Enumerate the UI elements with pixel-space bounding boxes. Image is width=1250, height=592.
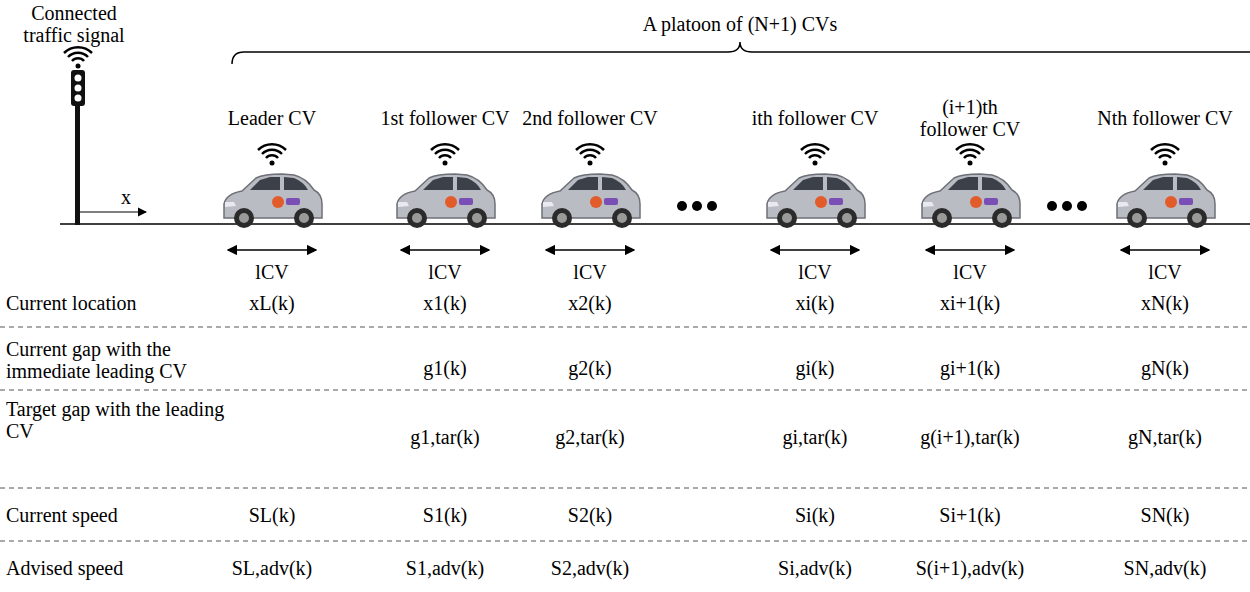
table-cell: Si(k) <box>740 504 890 526</box>
table-cell: SN(k) <box>1090 504 1240 526</box>
table-cell: S1(k) <box>370 504 520 526</box>
table-cell: S2,adv(k) <box>515 557 665 579</box>
table-cell: Si+1(k) <box>895 504 1045 526</box>
table-cell: g2(k) <box>515 357 665 379</box>
table-cell: SN,adv(k) <box>1090 557 1240 579</box>
signal-label: Connected traffic signal <box>14 2 134 46</box>
row-header: Target gap with the leading CV <box>6 398 241 442</box>
vehicle-label: (i+1)th follower CV <box>910 96 1030 140</box>
table-cell: xL(k) <box>197 292 347 314</box>
length-label: lCV <box>415 261 475 283</box>
vehicle-label: 2nd follower CV <box>520 107 660 129</box>
row-header: Current speed <box>6 504 246 526</box>
length-label: lCV <box>1135 261 1195 283</box>
table-cell: gi+1(k) <box>895 357 1045 379</box>
table-cell: gN,tar(k) <box>1090 426 1240 448</box>
length-label: lCV <box>785 261 845 283</box>
table-cell: g(i+1),tar(k) <box>895 426 1045 448</box>
vehicle-label: Leader CV <box>217 107 327 129</box>
vehicle-label: ith follower CV <box>745 107 885 129</box>
table-cell: S1,adv(k) <box>370 557 520 579</box>
row-header: Current gap with the immediate leading C… <box>6 338 241 382</box>
row-header: Advised speed <box>6 557 246 579</box>
table-cell: SL(k) <box>197 504 347 526</box>
length-label: lCV <box>940 261 1000 283</box>
length-label: lCV <box>242 261 302 283</box>
table-cell: S(i+1),adv(k) <box>895 557 1045 579</box>
table-cell: SL,adv(k) <box>197 557 347 579</box>
table-cell: g2,tar(k) <box>515 426 665 448</box>
length-label: lCV <box>560 261 620 283</box>
table-cell: gN(k) <box>1090 357 1240 379</box>
table-cell: Si,adv(k) <box>740 557 890 579</box>
table-cell: xN(k) <box>1090 292 1240 314</box>
table-cell: xi+1(k) <box>895 292 1045 314</box>
vehicle-label: Nth follower CV <box>1095 107 1235 129</box>
axis-label: x <box>116 186 136 208</box>
table-cell: gi,tar(k) <box>740 426 890 448</box>
table-cell: gi(k) <box>740 357 890 379</box>
table-cell: g1(k) <box>370 357 520 379</box>
table-cell: x1(k) <box>370 292 520 314</box>
table-cell: g1,tar(k) <box>370 426 520 448</box>
platoon-title: A platoon of (N+1) CVs <box>643 13 838 35</box>
row-header: Current location <box>6 292 246 314</box>
table-cell: xi(k) <box>740 292 890 314</box>
table-cell: S2(k) <box>515 504 665 526</box>
table-cell: x2(k) <box>515 292 665 314</box>
vehicle-label: 1st follower CV <box>375 107 515 129</box>
